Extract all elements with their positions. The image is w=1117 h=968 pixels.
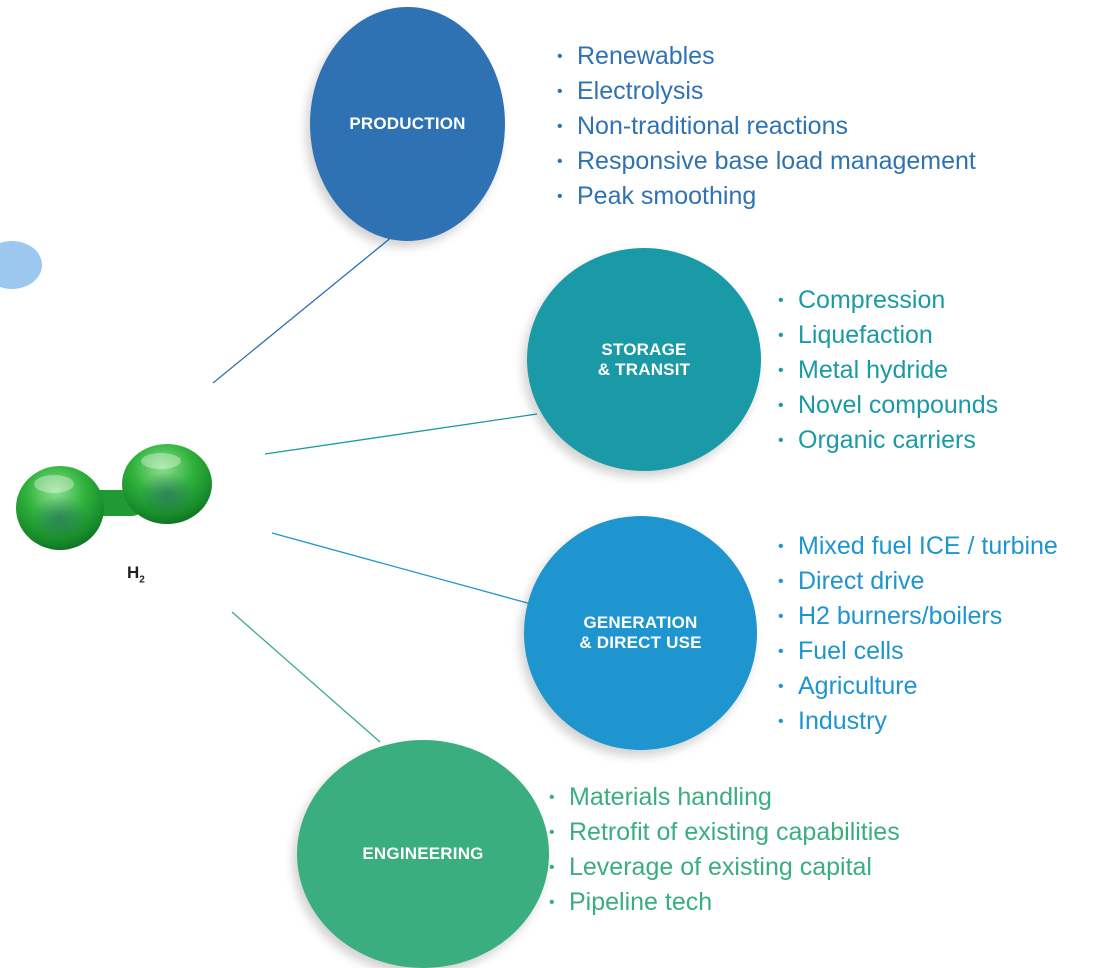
list-item: • Pipeline tech — [549, 885, 900, 920]
list-item: • Organic carriers — [778, 423, 998, 458]
list-item: • Mixed fuel ICE / turbine — [778, 529, 1058, 564]
bullet-icon: • — [778, 608, 784, 625]
list-item-text: Retrofit of existing capabilities — [569, 818, 900, 846]
list-item-text: Novel compounds — [798, 391, 999, 419]
list-item: • Non-traditional reactions — [557, 109, 976, 144]
list-item-text: Electrolysis — [577, 77, 704, 105]
bullet-icon: • — [557, 153, 563, 170]
connector-storage — [264, 413, 538, 455]
list-item-text: Fuel cells — [798, 637, 904, 665]
list-item: • Renewables — [557, 39, 976, 74]
list-item-text: Organic carriers — [798, 426, 976, 454]
engineering-circle: ENGINEERING — [297, 740, 549, 968]
engineering-list: • Materials handling • Retrofit of existing… — [549, 780, 900, 920]
bullet-icon: • — [549, 894, 555, 911]
engineering-title: ENGINEERING — [362, 844, 484, 863]
list-item-text: Mixed fuel ICE / turbine — [798, 532, 1058, 560]
h2-label: H2 — [127, 563, 145, 585]
list-item: • Industry — [778, 704, 1058, 739]
connector-generation — [271, 532, 532, 605]
list-item-text: Direct drive — [798, 567, 925, 595]
bullet-icon: • — [549, 859, 555, 876]
list-item-text: Leverage of existing capital — [569, 853, 872, 881]
bullet-icon: • — [549, 824, 555, 841]
list-item: • Fuel cells — [778, 634, 1058, 669]
list-item-text: Responsive base load management — [577, 147, 976, 175]
list-item-text: Liquefaction — [798, 321, 933, 349]
h2-subscript: 2 — [139, 574, 145, 586]
list-item-text: Non-traditional reactions — [577, 112, 848, 140]
list-item: • Metal hydride — [778, 353, 998, 388]
h2-symbol: H — [127, 563, 140, 582]
production-title: PRODUCTION — [349, 114, 466, 133]
production-circle: PRODUCTION — [310, 7, 505, 241]
list-item: • Responsive base load management — [557, 144, 976, 179]
list-item: • Leverage of existing capital — [549, 850, 900, 885]
bullet-icon: • — [778, 678, 784, 695]
list-item: • Liquefaction — [778, 318, 998, 353]
bullet-icon: • — [557, 48, 563, 65]
list-item-text: Peak smoothing — [577, 182, 757, 210]
storage-transit-list: •Compression•Liquefaction•Metal hydride•… — [778, 283, 998, 458]
bullet-icon: • — [557, 118, 563, 135]
list-item: • Materials handling — [549, 780, 900, 815]
generation-direct-use-list: • Mixed fuel ICE / turbine • Direct drive • H… — [778, 529, 1058, 739]
connector-engineering — [231, 611, 381, 743]
storage-transit-title: STORAGE & TRANSIT — [597, 339, 691, 379]
list-item-text: Agriculture — [798, 672, 918, 700]
bullet-icon: • — [778, 713, 784, 730]
list-item: • Novel compounds — [778, 388, 998, 423]
list-item-text: Renewables — [577, 42, 715, 70]
list-item-text: Pipeline tech — [569, 888, 713, 916]
bullet-icon: • — [778, 643, 784, 660]
bullet-icon: • — [557, 188, 563, 205]
list-item-text: Industry — [798, 707, 887, 735]
h2-molecule-icon — [16, 444, 212, 550]
list-item: • Retrofit of existing capabilities — [549, 815, 900, 850]
bullet-icon: • — [778, 292, 784, 309]
list-item: • Agriculture — [778, 669, 1058, 704]
generation-direct-use-title: GENERATION & DIRECT USE — [579, 613, 702, 652]
generation-direct-use-circle: GENERATION & DIRECT USE — [524, 516, 757, 750]
list-item: • H2 burners/boilers — [778, 599, 1058, 634]
bullet-icon: • — [778, 538, 784, 555]
list-item-text: H2 burners/boilers — [798, 602, 1003, 630]
storage-transit-circle: STORAGE & TRANSIT — [527, 248, 761, 471]
production-list: • Renewables • Electrolysis • Non-traditional… — [557, 39, 976, 214]
list-item-text: Compression — [798, 286, 946, 314]
list-item: • Direct drive — [778, 564, 1058, 599]
bullet-icon: • — [557, 83, 563, 100]
list-item: • Electrolysis — [557, 74, 976, 109]
list-item-text: Materials handling — [569, 783, 772, 811]
list-item-text: Metal hydride — [798, 356, 949, 384]
bullet-icon: • — [778, 432, 784, 449]
list-item: • Peak smoothing — [557, 179, 976, 214]
bullet-icon: • — [778, 397, 784, 414]
list-item: • Compression — [778, 283, 998, 318]
bullet-icon: • — [549, 789, 555, 806]
bullet-icon: • — [778, 362, 784, 379]
connector-production — [212, 235, 394, 384]
bullet-icon: • — [778, 573, 784, 590]
bullet-icon: • — [778, 327, 784, 344]
